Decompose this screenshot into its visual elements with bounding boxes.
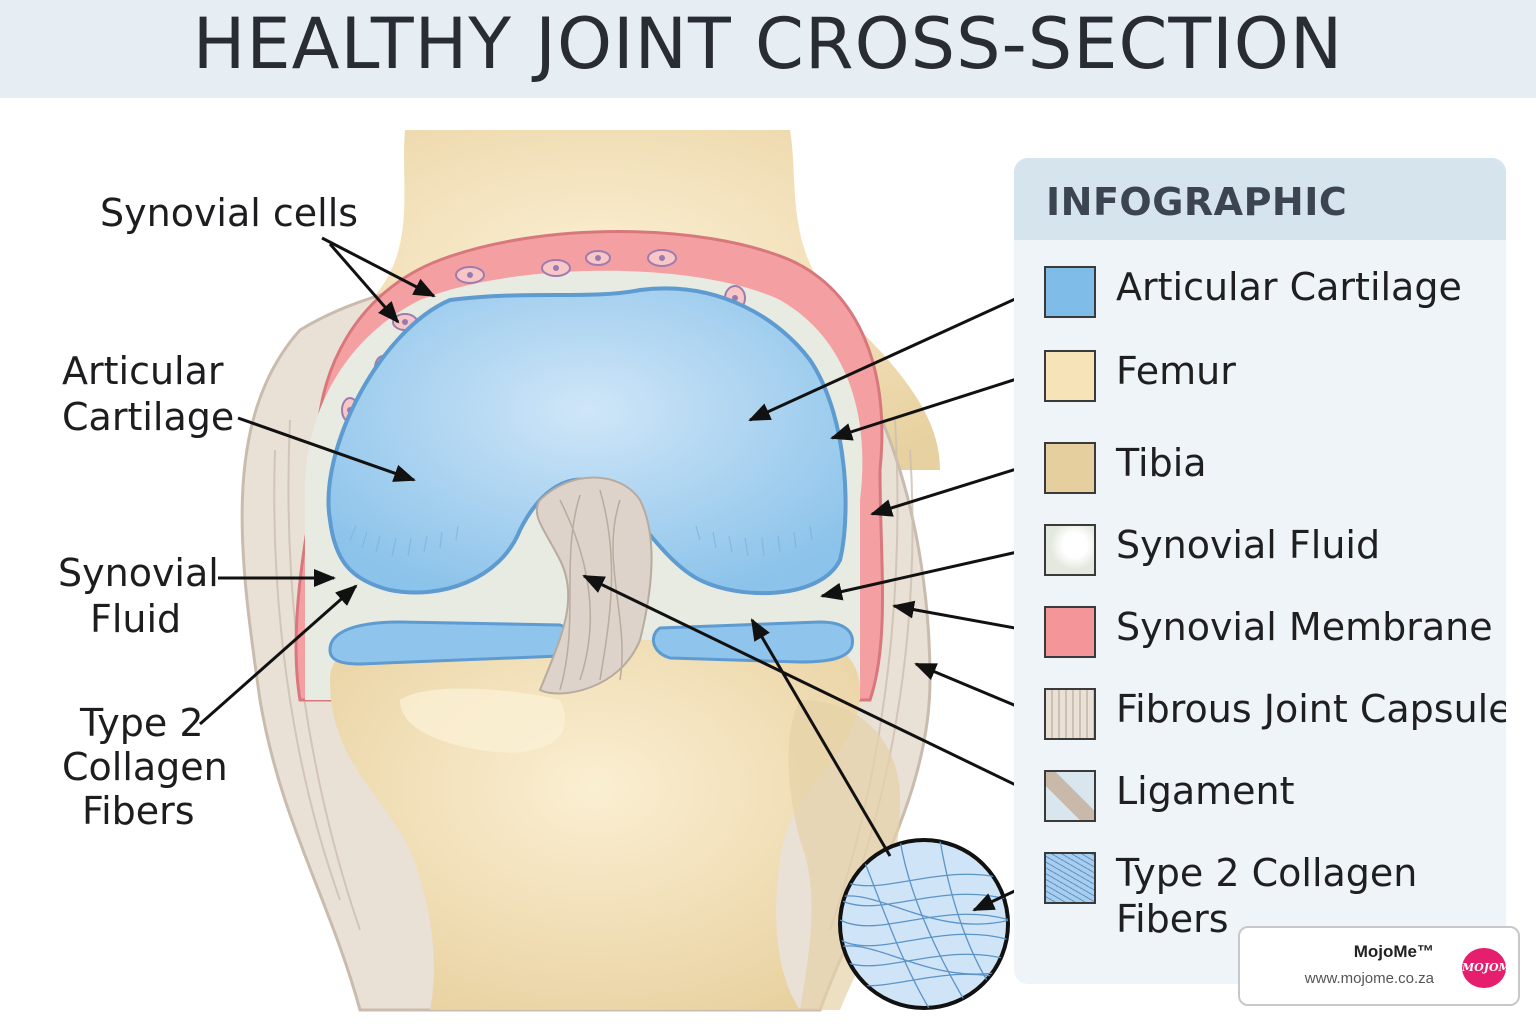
label-collagen-line2: Collagen <box>62 745 228 789</box>
collagen-zoom-circle <box>838 838 1010 1010</box>
legend-label: Synovial Fluid <box>1116 523 1381 567</box>
legend-item-articular-cartilage: Articular Cartilage <box>1044 264 1504 324</box>
legend-item-synovial-fluid: Synovial Fluid <box>1044 522 1504 582</box>
swatch-synovial-fluid <box>1044 524 1096 576</box>
legend-label: Articular Cartilage <box>1116 265 1462 309</box>
legend-panel: INFOGRAPHIC Articular Cartilage Femur Ti… <box>1014 158 1506 984</box>
swatch-articular-cartilage <box>1044 266 1096 318</box>
legend-label: Femur <box>1116 349 1236 393</box>
legend-label: Type 2 Collagen <box>1116 851 1418 895</box>
legend-item-fibrous-joint-capsule: Fibrous Joint Capsule <box>1044 686 1506 746</box>
tibial-cartilage-right <box>651 620 855 664</box>
tibial-cartilage-left <box>328 620 573 666</box>
legend-label: Synovial Membrane <box>1116 605 1493 649</box>
label-articular-cartilage-line1: Articular <box>62 349 224 393</box>
legend-label: Tibia <box>1116 441 1207 485</box>
femoral-cartilage <box>326 286 848 596</box>
label-collagen-line3: Fibers <box>82 789 195 833</box>
legend-item-femur: Femur <box>1044 348 1504 408</box>
legend-label: Ligament <box>1116 769 1295 813</box>
legend-title: INFOGRAPHIC <box>1046 180 1348 224</box>
legend-item-type-2-collagen-fibers: Type 2 Collagen Fibers <box>1044 850 1504 950</box>
legend-label-line2: Fibers <box>1116 897 1229 941</box>
swatch-ligament <box>1044 770 1096 822</box>
legend-header <box>1014 158 1506 240</box>
brand-badge[interactable]: MojoMe™ www.mojome.co.za MOJOMe <box>1238 926 1520 1006</box>
brand-url[interactable]: www.mojome.co.za <box>1304 970 1434 987</box>
brand-logo-icon: MOJOMe <box>1462 948 1518 988</box>
label-articular-cartilage-line2: Cartilage <box>62 395 235 439</box>
swatch-type-2-collagen-fibers <box>1044 852 1096 904</box>
swatch-femur <box>1044 350 1096 402</box>
swatch-synovial-membrane <box>1044 606 1096 658</box>
label-synovial-fluid-line1: Synovial <box>58 551 219 595</box>
title-bar <box>0 0 1536 98</box>
swatch-tibia <box>1044 442 1096 494</box>
label-synovial-fluid-line2: Fluid <box>90 597 182 641</box>
legend-item-tibia: Tibia <box>1044 440 1504 500</box>
brand-name: MojoMe™ <box>1353 942 1434 961</box>
swatch-fibrous-joint-capsule <box>1044 688 1096 740</box>
page-title: HEALTHY JOINT CROSS-SECTION <box>192 3 1344 85</box>
label-synovial-cells: Synovial cells <box>100 191 359 235</box>
legend-item-synovial-membrane: Synovial Membrane <box>1044 604 1504 664</box>
legend-label: Fibrous Joint Capsule <box>1116 687 1506 731</box>
label-collagen-line1: Type 2 <box>80 701 204 745</box>
legend-item-ligament: Ligament <box>1044 768 1504 828</box>
